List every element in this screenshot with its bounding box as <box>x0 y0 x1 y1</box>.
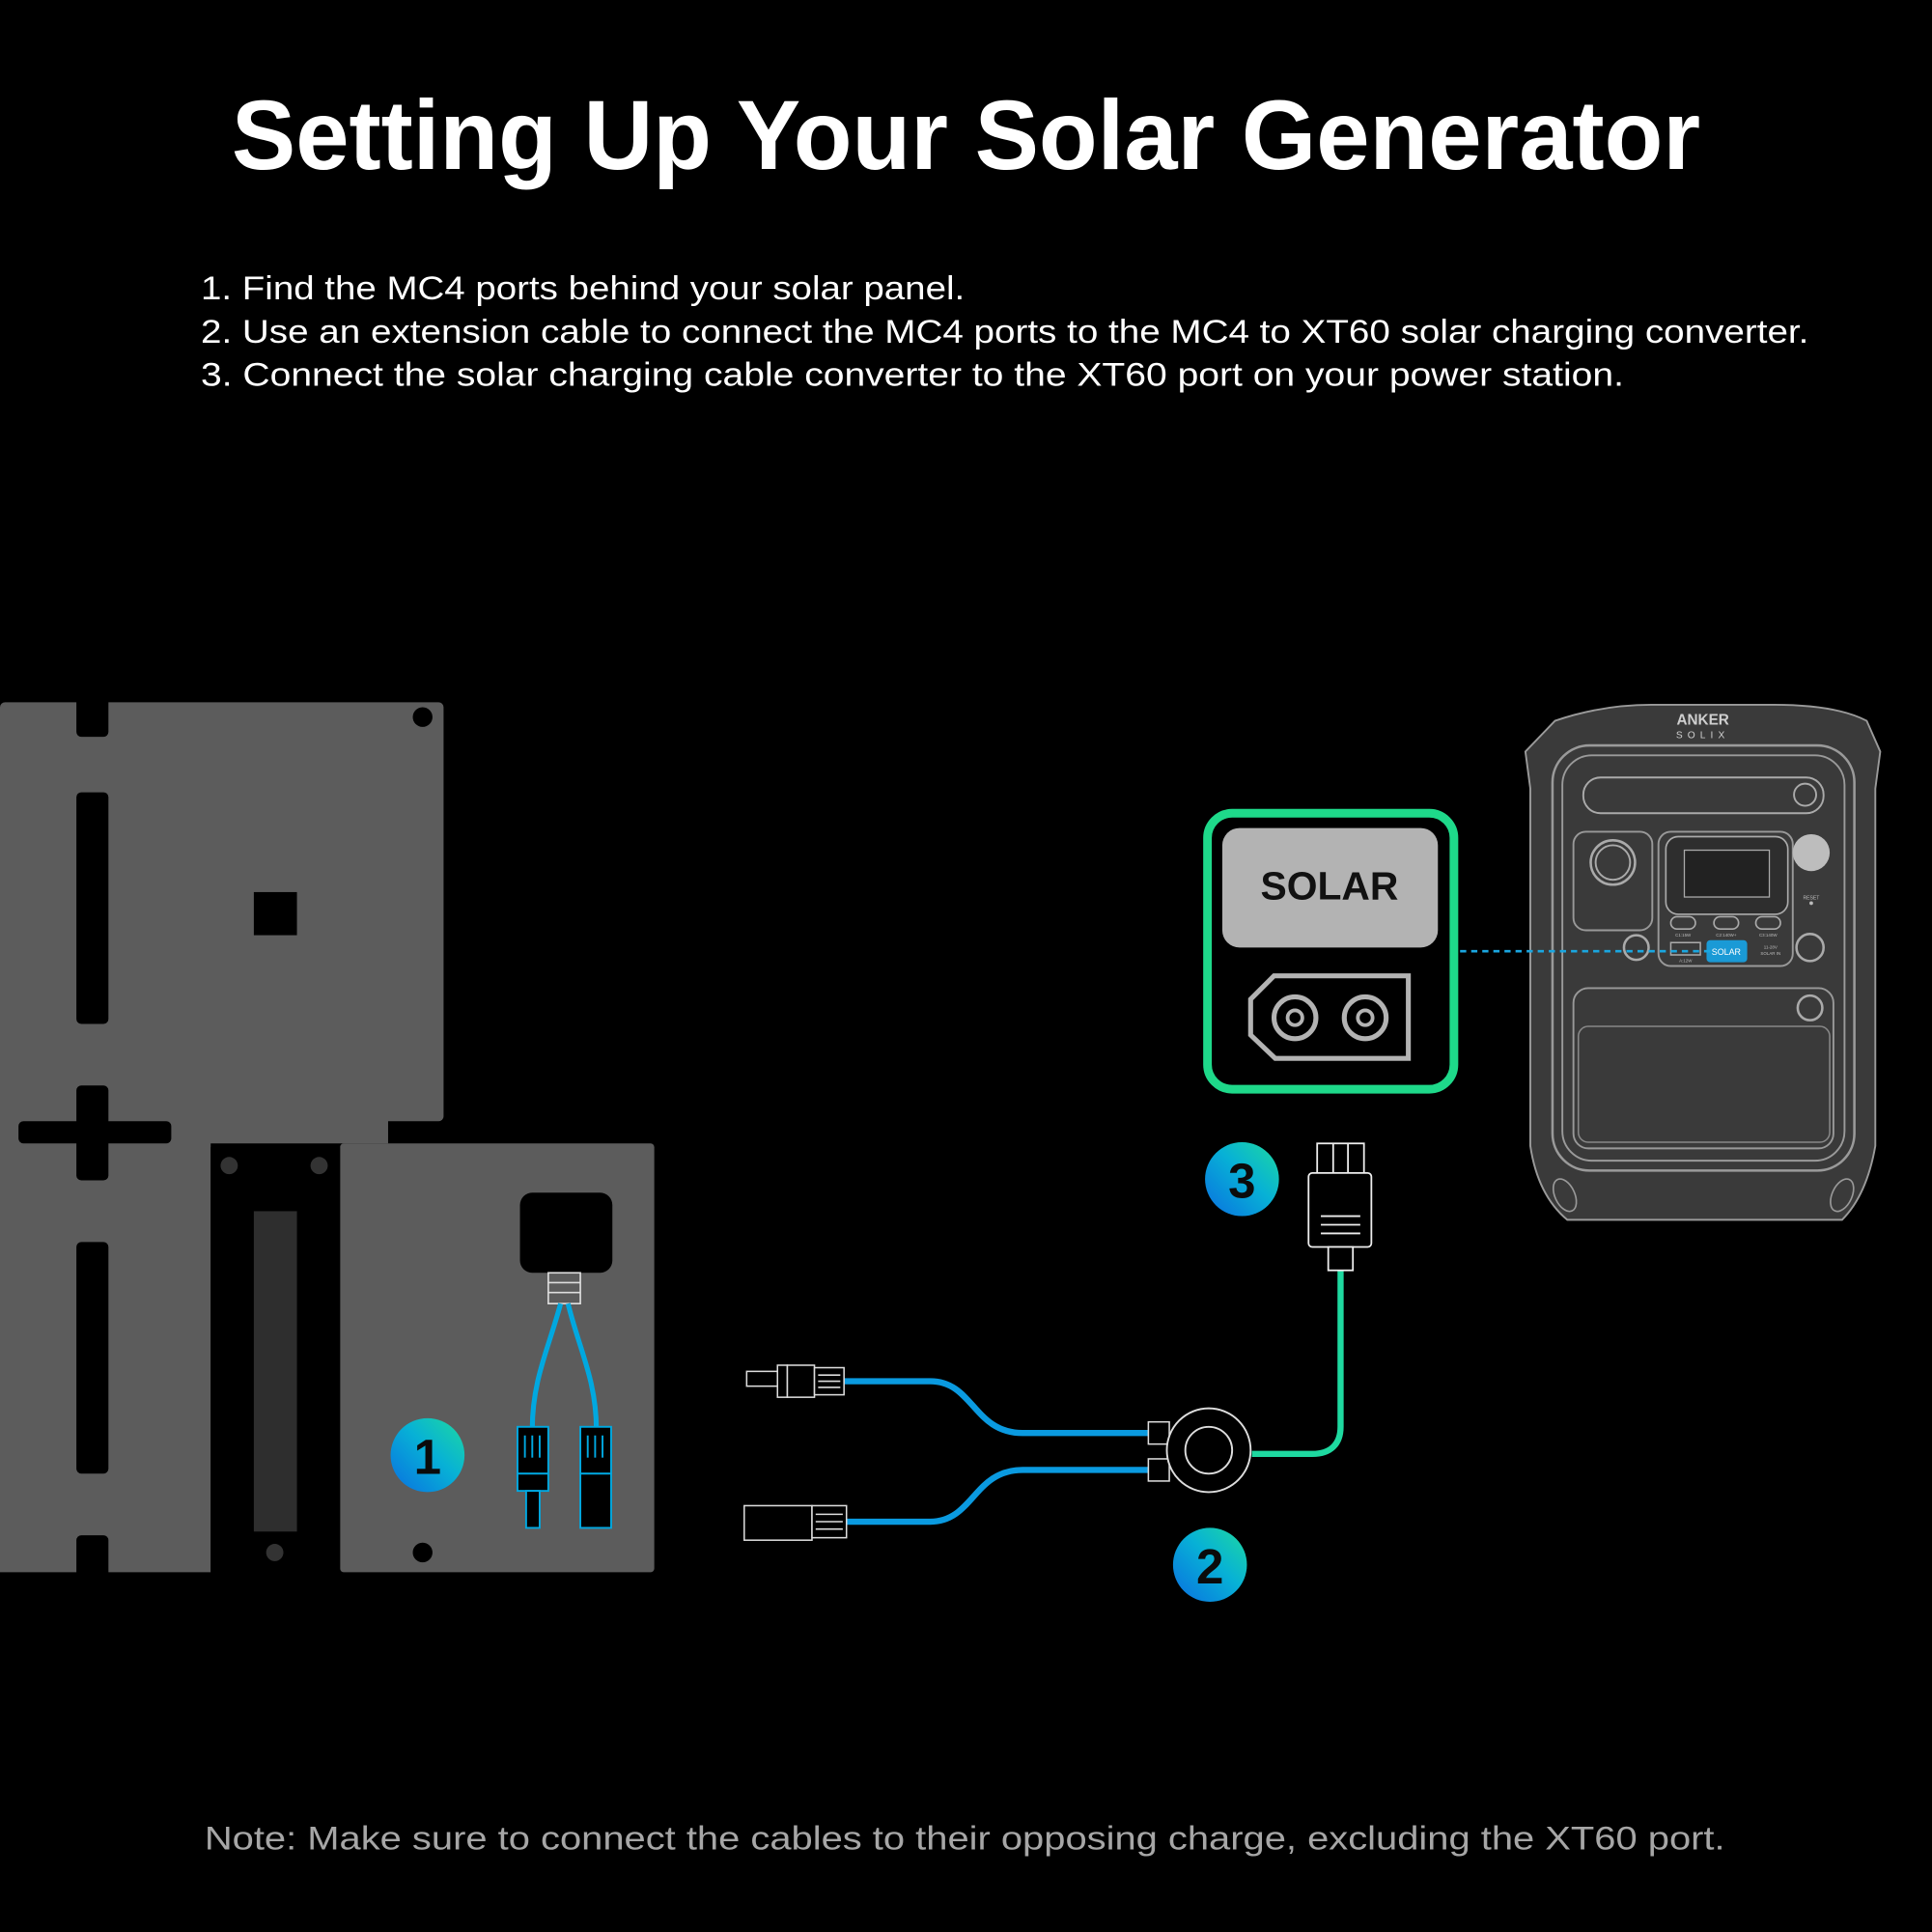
svg-text:11-28V: 11-28V <box>1764 945 1778 950</box>
step-badge-2: 2 <box>1172 1527 1247 1602</box>
sub-brand-logo: SOLIX <box>1676 730 1730 741</box>
xt60-plug-icon <box>1307 1142 1373 1272</box>
solar-callout-label: SOLAR <box>1261 864 1399 909</box>
converter-hub <box>1165 1407 1252 1494</box>
svg-text:3: 3 <box>1228 1153 1255 1208</box>
svg-text:C1:15W: C1:15W <box>1675 933 1692 938</box>
svg-text:SOLAR: SOLAR <box>1712 947 1742 957</box>
svg-text:C3:140W: C3:140W <box>1759 933 1778 938</box>
xt60-port-icon <box>1247 973 1412 1061</box>
solar-port-highlight <box>1706 939 1748 963</box>
svg-text:A:12W: A:12W <box>1679 959 1693 964</box>
power-station: ANKER SOLIX C1:15W C2:140W+ C3:140W A:12… <box>1524 703 1882 1221</box>
ac-outlet <box>1589 839 1637 886</box>
step-3: 3. Connect the solar charging cable conv… <box>201 356 1624 393</box>
mc4-lead-right <box>565 1302 600 1430</box>
note-text: Note: Make sure to connect the cables to… <box>205 1820 1725 1857</box>
mc4-lead-left <box>529 1302 564 1430</box>
solar-port-callout: SOLAR <box>1203 808 1459 1094</box>
power-button <box>1792 833 1831 872</box>
step-1: 1. Find the MC4 ports behind your solar … <box>201 270 965 307</box>
svg-text:1: 1 <box>414 1429 441 1484</box>
page-title: Setting Up Your Solar Generator <box>232 80 1700 190</box>
step-badge-1: 1 <box>390 1417 465 1493</box>
svg-text:C2:140W+: C2:140W+ <box>1716 933 1737 938</box>
mc4-connector-male-icon <box>517 1425 549 1529</box>
step-2: 2. Use an extension cable to connect the… <box>201 314 1808 350</box>
svg-text:2: 2 <box>1196 1539 1223 1594</box>
mc4-connector-female-icon <box>579 1425 612 1529</box>
display-screen <box>1683 849 1771 898</box>
svg-text:SOLAR IN: SOLAR IN <box>1760 951 1780 956</box>
mc4-to-xt60-converter-cable <box>743 1269 1344 1541</box>
solar-panel-back <box>0 689 655 1585</box>
svg-text:RESET: RESET <box>1803 896 1819 902</box>
brand-logo: ANKER <box>1676 712 1728 728</box>
junction-box <box>519 1192 613 1304</box>
step-badge-3: 3 <box>1205 1141 1279 1217</box>
light-icon <box>1793 782 1817 807</box>
